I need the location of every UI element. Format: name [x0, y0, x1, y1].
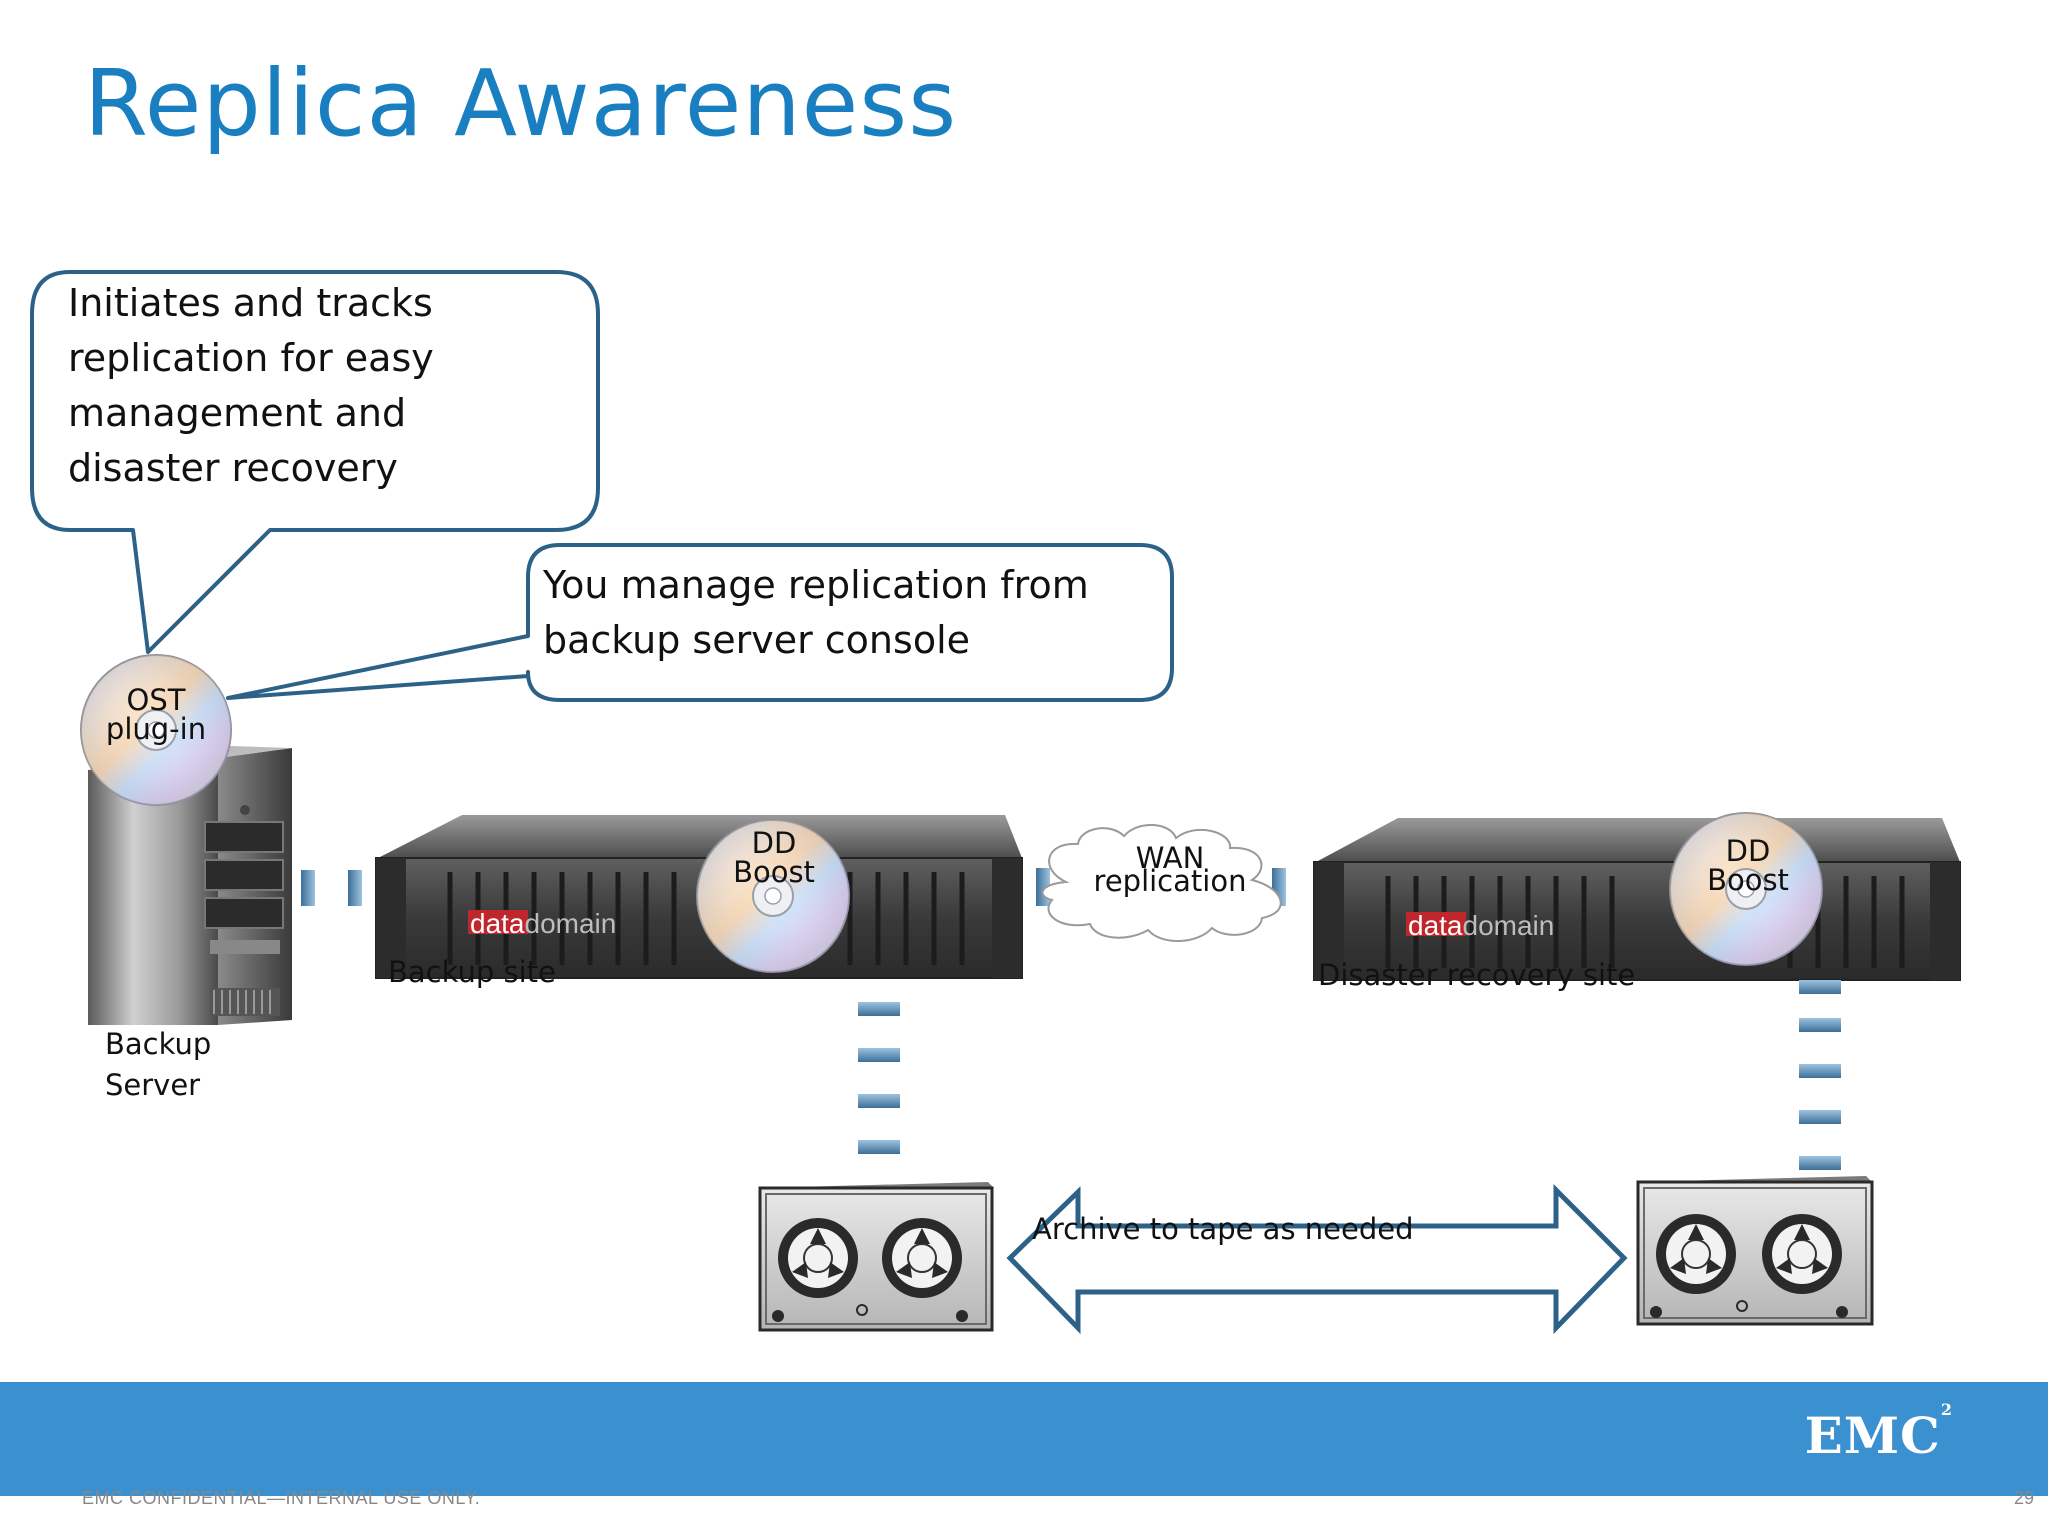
logo-text: EMC [1804, 1406, 1941, 1465]
wan-replication-label: WAN replication [1080, 841, 1260, 898]
dd-boost-label-line: Boost [1707, 863, 1789, 897]
emc-logo: EMC2 [1804, 1400, 1953, 1465]
backup-site-label: Backup site [388, 955, 556, 989]
logo-superscript: 2 [1940, 1400, 1953, 1419]
slide-title: Replica Awareness [84, 50, 958, 157]
callout-top-text: Initiates and tracks replication for eas… [68, 276, 434, 496]
wan-label-line: replication [1093, 864, 1247, 898]
backup-site-appliance [375, 815, 1023, 979]
callout-right-bubble [226, 543, 1174, 702]
left-tape-connector [858, 1002, 900, 1154]
left-tape-drive-icon [758, 1182, 994, 1332]
dr-appliance-brand: datadomain [1408, 910, 1554, 942]
dd-boost-label-line: Boost [733, 855, 815, 889]
callout-right-line: You manage replication from [543, 563, 1089, 607]
wan-cloud-icon [1041, 823, 1282, 943]
ost-plugin-label: OST plug-in [96, 686, 216, 744]
callout-top-line: disaster recovery [68, 446, 398, 490]
brand-prefix: data [470, 908, 525, 939]
dd-boost-label-line: DD [1725, 834, 1771, 868]
ost-label-line: OST [126, 683, 186, 717]
dd-boost-label-line: DD [751, 826, 797, 860]
backup-server-label-line: Server [105, 1068, 201, 1102]
dr-site-label: Disaster recovery site [1318, 958, 1636, 992]
archive-label: Archive to tape as needed [1032, 1212, 1414, 1246]
footer-band [0, 1382, 2048, 1496]
dd-boost-right-label: DD Boost [1688, 837, 1808, 895]
dd-boost-left-disc-icon [696, 819, 850, 973]
backup-appliance-brand: datadomain [470, 908, 616, 940]
page-number: 29 [2013, 1488, 2034, 1508]
dd-boost-right-disc-icon [1669, 812, 1823, 966]
callout-right-text: You manage replication from backup serve… [543, 558, 1089, 668]
archive-double-arrow [1006, 1183, 1628, 1335]
wan-label-line: WAN [1135, 841, 1205, 875]
callout-top-line: management and [68, 391, 407, 435]
ost-label-line: plug-in [105, 712, 207, 746]
right-tape-drive-icon [1636, 1176, 1874, 1326]
server-to-rack-connector [301, 870, 362, 906]
callout-right-line: backup server console [543, 618, 970, 662]
backup-server-label-line: Backup [105, 1027, 212, 1061]
ost-disc-icon [80, 654, 232, 806]
callout-top-line: Initiates and tracks [68, 281, 433, 325]
dr-site-appliance [1313, 818, 1961, 981]
callout-top-bubble [30, 270, 600, 654]
confidential-notice: EMC CONFIDENTIAL—INTERNAL USE ONLY. [82, 1488, 481, 1508]
dd-boost-left-label: DD Boost [714, 829, 834, 887]
brand-name: domain [524, 908, 617, 939]
right-tape-connector [1799, 980, 1841, 1170]
brand-name: domain [1462, 910, 1555, 941]
backup-server-label: Backup Server [105, 1024, 211, 1106]
callout-top-line: replication for easy [68, 336, 434, 380]
brand-prefix: data [1408, 910, 1463, 941]
